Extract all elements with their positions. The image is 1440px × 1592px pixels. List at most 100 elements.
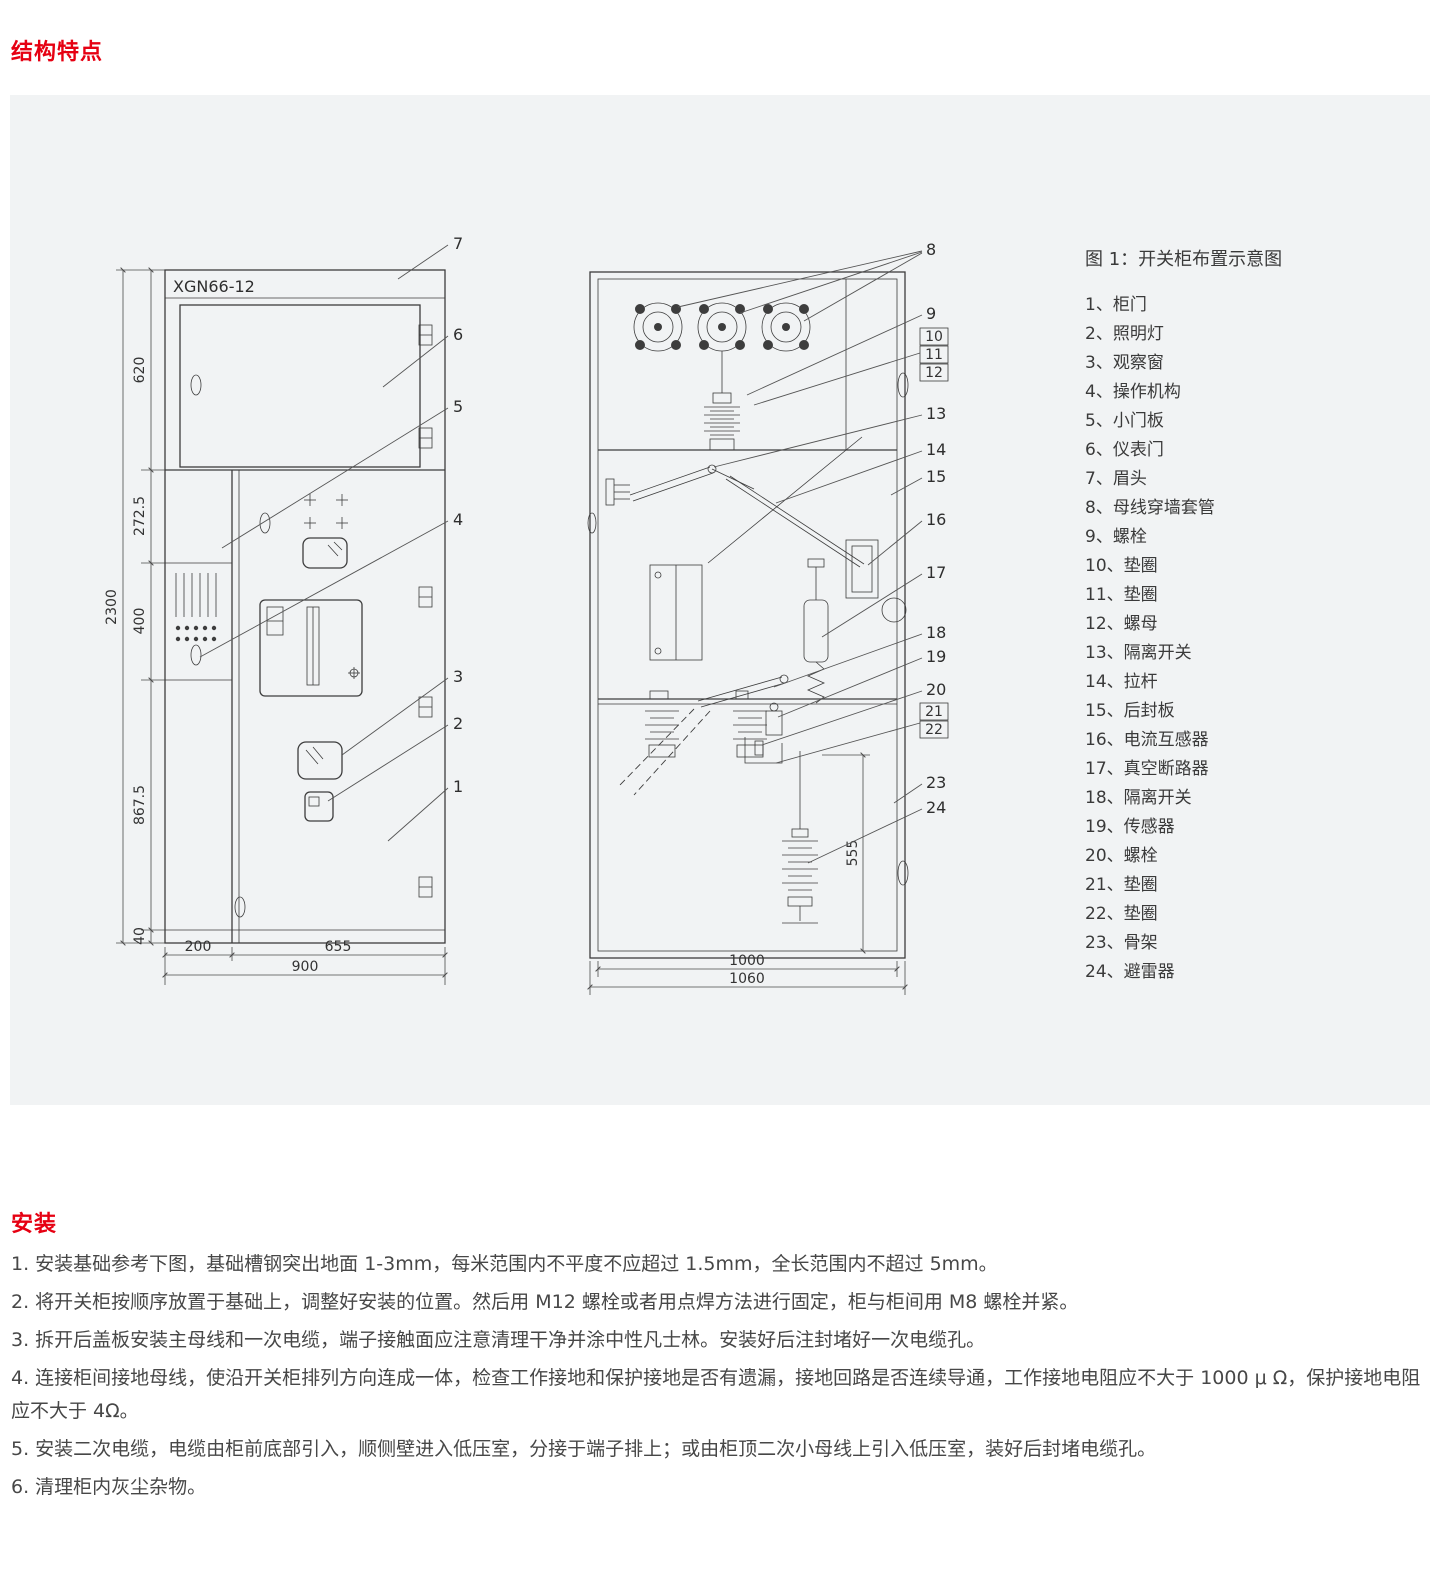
dim-200-label: 200	[185, 939, 212, 955]
callout-17: 17	[926, 563, 946, 582]
door-handle	[190, 374, 202, 396]
install-step: 4. 连接柜间接地母线，使沿开关柜排列方向连成一体，检查工作接地和保护接地是否有…	[11, 1367, 1421, 1422]
callout-1: 1	[453, 777, 463, 796]
legend-item: 5、小门板	[1085, 411, 1164, 431]
install-step: 6. 清理柜内灰尘杂物。	[11, 1476, 207, 1498]
figure-caption: 图 1：开关柜布置示意图	[1085, 249, 1283, 270]
shelf	[598, 690, 897, 705]
swing-line	[633, 710, 711, 796]
callout-15: 15	[926, 467, 946, 486]
upper-disconnect-switch	[605, 464, 755, 506]
dim-40-label: 40	[132, 927, 148, 945]
lower-disconnect-switch	[697, 674, 789, 708]
figure-drawing: 2300 620 272.5 400 867.5 40	[104, 234, 949, 995]
swing-line	[617, 708, 695, 788]
legend-item: 21、垫圈	[1085, 875, 1158, 895]
callout-13: 13	[926, 404, 946, 423]
dim-400-label: 400	[132, 608, 148, 635]
callout-9: 9	[926, 304, 936, 323]
legend-item: 18、隔离开关	[1085, 788, 1192, 808]
bolt-insulator-stack	[704, 351, 740, 451]
callout-19: 19	[926, 647, 946, 666]
side-knob	[897, 860, 909, 886]
front-dimensions-left: 2300 620 272.5 400 867.5 40	[104, 267, 165, 946]
install-step: 3. 拆开后盖板安装主母线和一次电缆，端子接触面应注意清理干净并涂中性凡士林。安…	[11, 1329, 986, 1351]
door-handle	[234, 896, 246, 918]
dim-overall-label: 2300	[104, 589, 120, 625]
legend-item: 1、柜门	[1085, 295, 1147, 315]
legend-item: 3、观察窗	[1085, 353, 1164, 373]
lower-observation-window	[297, 741, 343, 780]
callout-3: 3	[453, 667, 463, 686]
section-title-install: 安装	[11, 1212, 58, 1237]
lamp-window	[304, 791, 334, 822]
section-title-structure: 结构特点	[11, 40, 104, 65]
front-cabinet: XGN66-12	[164, 269, 446, 944]
figure-panel: 2300 620 272.5 400 867.5 40	[10, 95, 1430, 1105]
dim-272-label: 272.5	[132, 496, 148, 536]
side-dimensions-bottom: 1000 1060	[587, 953, 908, 995]
dim-867-label: 867.5	[132, 785, 148, 825]
callout-24: 24	[926, 798, 946, 817]
callout-11: 11	[925, 347, 943, 363]
side-cabinet	[587, 271, 909, 959]
legend-item: 12、螺母	[1085, 614, 1158, 634]
callout-22: 22	[925, 722, 943, 738]
front-dimensions-bottom: 200 655 900	[162, 939, 448, 985]
dim-620-label: 620	[132, 357, 148, 384]
legend-item: 9、螺栓	[1085, 527, 1147, 547]
left-frame-component	[649, 564, 703, 661]
instrument-door	[179, 304, 421, 468]
bracket	[744, 737, 783, 764]
side-knob	[587, 512, 597, 534]
install-step: 2. 将开关柜按顺序放置于基础上，调整好安装的位置。然后用 M12 螺栓或者用点…	[11, 1291, 1079, 1313]
vacuum-breaker	[803, 558, 829, 704]
current-transformer	[845, 539, 879, 599]
door-handle	[190, 644, 202, 666]
plus-marks	[304, 494, 348, 529]
install-step: 1. 安装基础参考下图，基础槽钢突出地面 1-3mm，每米范围内不平度不应超过 …	[11, 1253, 998, 1275]
dim-900-label: 900	[292, 959, 319, 975]
parts-list: 1、柜门 2、照明灯 3、观察窗 4、操作机构 5、小门板 6、仪表门 7、眉头…	[1085, 291, 1282, 987]
sensor	[765, 702, 783, 736]
pull-rod	[707, 436, 865, 568]
front-callouts: 7 6 5 4 3 2 1	[199, 234, 463, 842]
ventilation-grille	[175, 573, 217, 642]
legend-item: 13、隔离开关	[1085, 643, 1192, 663]
install-instructions: 1. 安装基础参考下图，基础槽钢突出地面 1-3mm，每米范围内不平度不应超过 …	[11, 1248, 1427, 1509]
legend-item: 16、电流互感器	[1085, 730, 1209, 750]
side-view: 555 1000 1060 8	[587, 240, 949, 995]
callout-14: 14	[926, 440, 946, 459]
observation-window	[302, 537, 348, 569]
legend-item: 2、照明灯	[1085, 324, 1164, 344]
hinges	[418, 324, 433, 898]
model-label: XGN66-12	[173, 277, 255, 296]
dim-1000-label: 1000	[729, 953, 765, 969]
legend-item: 24、避雷器	[1085, 962, 1175, 982]
legend-item: 20、螺栓	[1085, 846, 1158, 866]
legend-item: 23、骨架	[1085, 933, 1158, 953]
callout-23: 23	[926, 773, 946, 792]
side-callouts: 8 9 10 11 12 13 14 15	[677, 240, 949, 864]
legend-item: 17、真空断路器	[1085, 759, 1209, 779]
callout-4: 4	[453, 510, 463, 529]
legend-item: 8、母线穿墙套管	[1085, 498, 1215, 518]
dim-1060-label: 1060	[729, 971, 765, 987]
surge-arrester	[782, 751, 818, 924]
callout-7: 7	[453, 234, 463, 253]
legend-item: 6、仪表门	[1085, 440, 1164, 460]
legend-item: 15、后封板	[1085, 701, 1175, 721]
side-knob	[881, 597, 907, 623]
callout-12: 12	[925, 365, 943, 381]
support-insulators	[645, 710, 767, 758]
callout-21: 21	[925, 704, 943, 720]
parts-legend: 图 1：开关柜布置示意图 1、柜门 2、照明灯 3、观察窗 4、操作机构 5、小…	[1085, 245, 1282, 987]
callout-6: 6	[453, 325, 463, 344]
door-handle	[259, 512, 271, 534]
operation-mechanism	[259, 599, 363, 697]
legend-item: 22、垫圈	[1085, 904, 1158, 924]
callout-10: 10	[925, 329, 943, 345]
install-step: 5. 安装二次电缆，电缆由柜前底部引入，顺侧壁进入低压室，分接于端子排上；或由柜…	[11, 1438, 1157, 1460]
legend-item: 4、操作机构	[1085, 382, 1181, 402]
